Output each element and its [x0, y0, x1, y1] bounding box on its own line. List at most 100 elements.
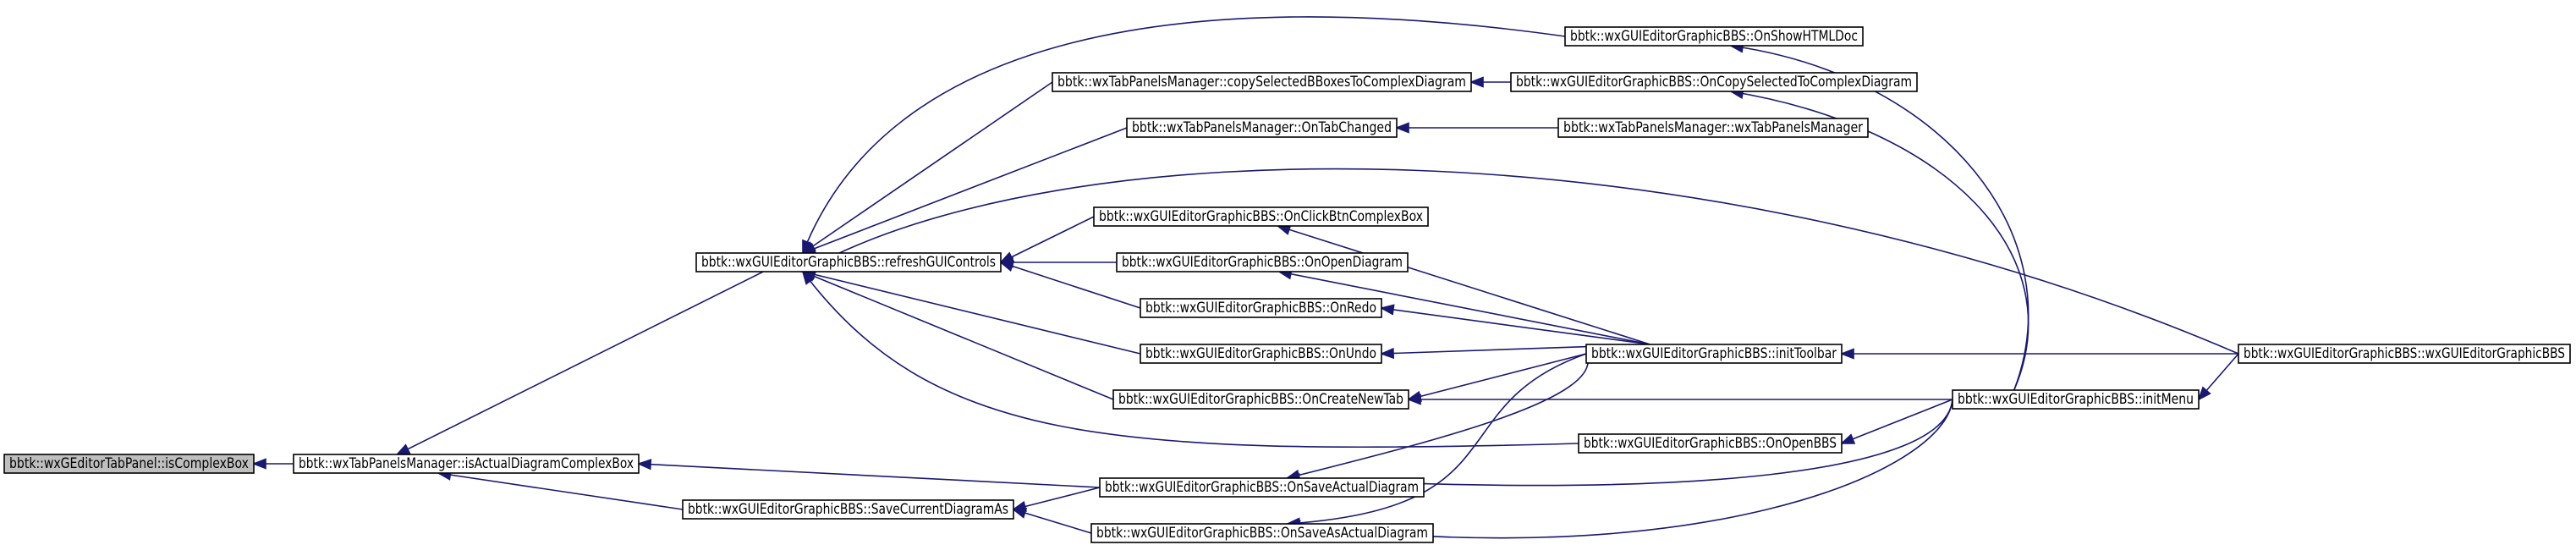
node-save-current-diagram-as[interactable]: bbtk::wxGUIEditorGraphicBBS::SaveCurrent… — [682, 499, 1014, 520]
node-box — [1585, 344, 1843, 364]
edge-line — [1730, 45, 2029, 391]
node-box — [1510, 72, 1918, 92]
edge-line — [1287, 353, 1587, 525]
node-box — [1052, 72, 1472, 92]
node-is-actual-diagram-complex-box[interactable]: bbtk::wxTabPanelsManager::isActualDiagra… — [293, 454, 640, 474]
node-box — [695, 252, 1002, 272]
edge-line — [1841, 399, 1953, 444]
node-on-open-bbs[interactable]: bbtk::wxGUIEditorGraphicBBS::OnOpenBBS — [1578, 433, 1843, 454]
edge-ctor-to-init-menu — [2197, 353, 2239, 401]
edge-ctor-to-refresh-guicontrols — [801, 168, 2239, 355]
arrowhead — [1011, 507, 1028, 519]
node-init-menu[interactable]: bbtk::wxGUIEditorGraphicBBS::initMenu — [1952, 389, 2200, 410]
edge-line — [1000, 261, 1141, 309]
node-init-toolbar[interactable]: bbtk::wxGUIEditorGraphicBBS::initToolbar — [1585, 344, 1843, 364]
node-label: bbtk::wxGUIEditorGraphicBBS::initMenu — [1958, 391, 2194, 407]
edge-line — [1381, 307, 1651, 345]
edge-line — [1287, 399, 1953, 487]
arrowhead — [1406, 394, 1421, 405]
node-wx-tab-panels-manager[interactable]: bbtk::wxTabPanelsManager::wxTabPanelsMan… — [1557, 118, 1869, 138]
node-label: bbtk::wxGUIEditorGraphicBBS::OnSaveActua… — [1105, 479, 1419, 495]
edge-line — [802, 168, 2239, 355]
arrowhead — [998, 261, 1015, 272]
node-label: bbtk::wxGUIEditorGraphicBBS::OnOpenDiagr… — [1122, 254, 1403, 270]
node-box — [1116, 252, 1409, 272]
node-box — [1099, 477, 1425, 498]
node-box — [1126, 118, 1398, 138]
node-on-tab-changed[interactable]: bbtk::wxTabPanelsManager::OnTabChanged — [1126, 118, 1398, 138]
edge-on-save-as-actual-diagram-to-save-current-diagram-as — [1011, 507, 1092, 534]
node-on-copy-selected-to-complex-diagram[interactable]: bbtk::wxGUIEditorGraphicBBS::OnCopySelec… — [1510, 72, 1918, 92]
edge-on-save-actual-diagram-to-save-current-diagram-as — [1011, 487, 1101, 512]
edge-is-actual-diagram-complex-box-to-is-complex-box — [251, 458, 294, 470]
node-label: bbtk::wxGUIEditorGraphicBBS::SaveCurrent… — [688, 501, 1008, 517]
edge-line — [802, 271, 1579, 449]
node-label: bbtk::wxGUIEditorGraphicBBS::OnSaveAsAct… — [1096, 525, 1428, 541]
node-is-complex-box[interactable]: bbtk::wxGEditorTabPanel::isComplexBox — [3, 454, 255, 474]
edge-line — [802, 81, 1053, 254]
edge-init-toolbar-to-on-save-as-actual-diagram — [1285, 353, 1587, 529]
node-label: bbtk::wxGUIEditorGraphicBBS::OnShowHTMLD… — [1570, 28, 1858, 44]
edge-on-open-bbs-to-refresh-guicontrols — [801, 270, 1579, 449]
node-box — [2238, 344, 2571, 364]
node-box — [293, 454, 640, 474]
node-label: bbtk::wxGUIEditorGraphicBBS::refreshGUIC… — [701, 254, 996, 270]
node-label: bbtk::wxGEditorTabPanel::isComplexBox — [9, 455, 249, 471]
node-on-save-as-actual-diagram[interactable]: bbtk::wxGUIEditorGraphicBBS::OnSaveAsAct… — [1090, 523, 1434, 543]
node-ctor[interactable]: bbtk::wxGUIEditorGraphicBBS::wxGUIEditor… — [2238, 344, 2571, 364]
node-label: bbtk::wxGUIEditorGraphicBBS::initToolbar — [1591, 345, 1837, 361]
node-box — [1557, 118, 1869, 138]
edge-init-menu-to-on-save-as-actual-diagram — [1285, 399, 1953, 539]
edge-line — [1287, 399, 1953, 539]
node-on-create-new-tab[interactable]: bbtk::wxGUIEditorGraphicBBS::OnCreateNew… — [1112, 389, 1409, 410]
node-on-undo[interactable]: bbtk::wxGUIEditorGraphicBBS::OnUndo — [1140, 344, 1382, 364]
arrowhead — [636, 459, 652, 471]
node-box — [1564, 26, 1864, 47]
node-box — [1140, 298, 1382, 318]
edge-copy-selected-bboxes-to-complex-diagram-to-refresh-guicontrols — [801, 81, 1053, 255]
edge-line — [1278, 271, 1651, 345]
node-label: bbtk::wxTabPanelsManager::OnTabChanged — [1132, 119, 1392, 135]
node-label: bbtk::wxTabPanelsManager::wxTabPanelsMan… — [1563, 119, 1863, 135]
edge-init-toolbar-to-on-click-btn-complex-box — [1276, 224, 1651, 345]
arrowhead — [1839, 433, 1856, 444]
edge-refresh-guicontrols-to-is-actual-diagram-complex-box — [395, 271, 764, 455]
edge-line — [1013, 509, 1092, 534]
node-box — [1090, 523, 1434, 543]
node-box — [1952, 389, 2200, 410]
node-on-click-btn-complex-box[interactable]: bbtk::wxGUIEditorGraphicBBS::OnClickBtnC… — [1093, 206, 1429, 227]
edge-layer — [251, 16, 2239, 539]
node-label: bbtk::wxGUIEditorGraphicBBS::OnCreateNew… — [1118, 391, 1403, 407]
edge-line — [1000, 216, 1095, 263]
edge-on-open-diagram-to-refresh-guicontrols — [998, 256, 1117, 268]
node-label: bbtk::wxGUIEditorGraphicBBS::OnClickBtnC… — [1099, 208, 1423, 224]
node-label: bbtk::wxGUIEditorGraphicBBS::OnOpenBBS — [1584, 435, 1837, 451]
edge-line — [802, 271, 1141, 355]
edge-line — [438, 472, 684, 510]
node-box — [1578, 433, 1843, 454]
node-refresh-guicontrols[interactable]: bbtk::wxGUIEditorGraphicBBS::refreshGUIC… — [695, 252, 1002, 272]
node-box — [1112, 389, 1409, 410]
edge-line — [1277, 225, 1651, 345]
node-on-show-htmldoc[interactable]: bbtk::wxGUIEditorGraphicBBS::OnShowHTMLD… — [1564, 26, 1864, 47]
node-label: bbtk::wxGUIEditorGraphicBBS::OnRedo — [1145, 300, 1376, 316]
edge-line — [638, 463, 1101, 488]
edge-line — [802, 127, 1128, 254]
node-copy-selected-bboxes-to-complex-diagram[interactable]: bbtk::wxTabPanelsManager::copySelectedBB… — [1052, 72, 1472, 92]
node-label: bbtk::wxGUIEditorGraphicBBS::OnUndo — [1145, 345, 1376, 361]
node-box — [1093, 206, 1429, 227]
edge-on-save-actual-diagram-to-is-actual-diagram-complex-box — [636, 459, 1101, 488]
node-on-redo[interactable]: bbtk::wxGUIEditorGraphicBBS::OnRedo — [1140, 298, 1382, 318]
edge-line — [1408, 353, 1587, 400]
node-on-open-diagram[interactable]: bbtk::wxGUIEditorGraphicBBS::OnOpenDiagr… — [1116, 252, 1409, 272]
arrowhead — [1469, 76, 1484, 88]
edge-line — [802, 16, 1566, 254]
edge-on-redo-to-refresh-guicontrols — [998, 261, 1141, 309]
node-label: bbtk::wxTabPanelsManager::isActualDiagra… — [299, 455, 634, 471]
edge-save-current-diagram-as-to-is-actual-diagram-complex-box — [437, 469, 684, 510]
edge-init-toolbar-to-on-redo — [1379, 304, 1651, 345]
node-on-save-actual-diagram[interactable]: bbtk::wxGUIEditorGraphicBBS::OnSaveActua… — [1099, 477, 1425, 498]
arrowhead — [1839, 348, 1854, 360]
edge-line — [802, 271, 1114, 400]
